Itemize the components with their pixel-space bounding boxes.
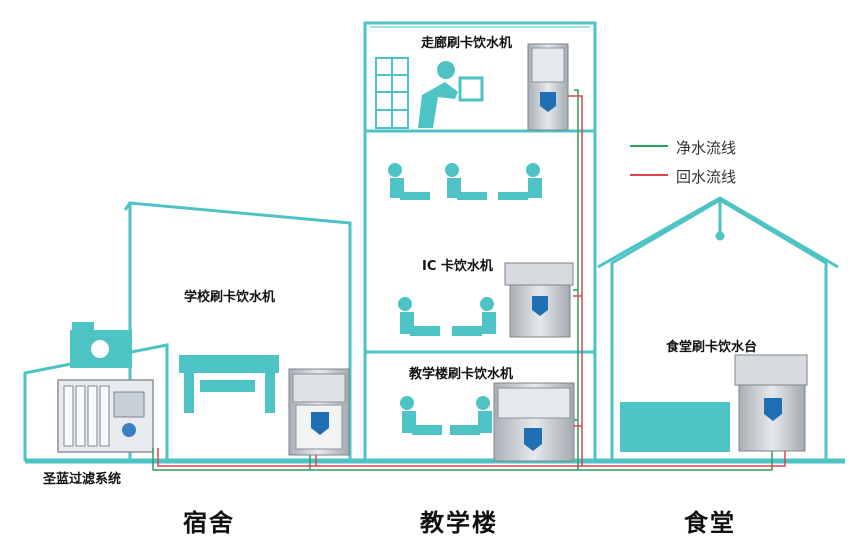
- label-canteen-machine: 食堂刷卡饮水台: [666, 340, 758, 355]
- building-label-teaching: 教学楼: [420, 509, 498, 537]
- building-label-canteen: 食堂: [684, 509, 736, 537]
- water-dispenser-icon-teaching: [493, 382, 575, 462]
- water-dispenser-icon-canteen: [734, 354, 808, 452]
- label-teaching-machine: 教学楼刷卡饮水机: [409, 367, 514, 382]
- dorm-furniture-icon: [179, 355, 279, 413]
- classroom-student-icon: [388, 163, 542, 435]
- filter-system-icon: [57, 379, 154, 453]
- water-dispenser-icon-dorm: [288, 368, 350, 456]
- water-dispenser-icon-ic: [504, 262, 574, 338]
- legend-return-water: 回水流线: [676, 168, 737, 186]
- water-dispenser-icon-corridor: [527, 43, 569, 131]
- return-water-lines: [157, 95, 786, 467]
- label-school-machine: 学校刷卡饮水机: [184, 290, 276, 305]
- canteen-table-icon: [620, 402, 730, 452]
- label-filter-system: 圣蓝过滤系统: [43, 472, 122, 487]
- label-corridor-machine: 走廊刷卡饮水机: [421, 36, 513, 51]
- drinking-person-icon: [375, 57, 484, 129]
- label-ic-machine: IC 卡饮水机: [422, 259, 493, 274]
- dormitory-building: [23, 201, 352, 461]
- canteen-building: [597, 196, 839, 461]
- legend-pure-water: 净水流线: [676, 139, 737, 157]
- pure-water-lines: [152, 89, 773, 471]
- teaching-building: [363, 21, 597, 463]
- building-label-dormitory: 宿舍: [183, 509, 235, 537]
